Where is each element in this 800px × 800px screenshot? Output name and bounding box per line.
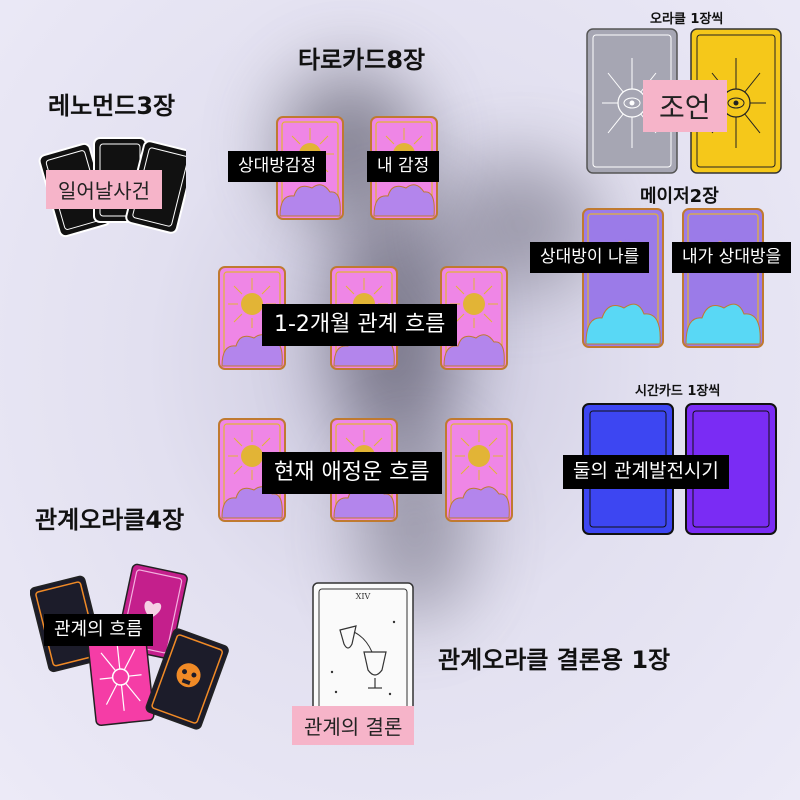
heading-tarot8: 타로카드8장 bbox=[298, 46, 426, 74]
heading-relation-oracle4: 관계오라클4장 bbox=[35, 506, 185, 534]
time-card-violet bbox=[685, 403, 777, 535]
heading-relation-oracle-conclusion: 관계오라클 결론용 1장 bbox=[438, 646, 671, 674]
temperance-numeral: XIV bbox=[356, 592, 371, 601]
heading-timecard-each1: 시간카드 1장씩 bbox=[635, 384, 721, 399]
label-event: 일어날사건 bbox=[46, 170, 162, 209]
label-relationship-flow: 관계의 흐름 bbox=[44, 614, 153, 647]
major-card-me bbox=[682, 208, 764, 348]
label-partner-to-me: 상대방이 나를 bbox=[530, 242, 650, 273]
label-current-love-flow: 현재 애정운 흐름 bbox=[262, 452, 442, 494]
label-flow-1-2-months: 1-2개월 관계 흐름 bbox=[262, 304, 458, 346]
heading-lenormand3: 레노먼드3장 bbox=[48, 92, 176, 120]
oracle-card-yellow bbox=[690, 28, 782, 174]
oracle-card-grey bbox=[586, 28, 678, 174]
label-relationship-timing: 둘의 관계발전시기 bbox=[563, 455, 729, 489]
heading-major2: 메이저2장 bbox=[640, 186, 719, 207]
label-relationship-conclusion: 관계의 결론 bbox=[292, 706, 415, 745]
heading-oracle-each1: 오라클 1장씩 bbox=[650, 12, 724, 27]
label-my-feeling: 내 감정 bbox=[367, 151, 440, 182]
label-advice: 조언 bbox=[643, 80, 727, 132]
temperance-card: XIV bbox=[312, 582, 414, 720]
tarot-card-current-3 bbox=[445, 418, 513, 522]
relation-oracle-cards bbox=[30, 563, 229, 730]
label-me-to-partner: 내가 상대방을 bbox=[672, 242, 792, 273]
major-card-partner bbox=[582, 208, 664, 348]
label-partner-feeling: 상대방감정 bbox=[228, 151, 327, 182]
